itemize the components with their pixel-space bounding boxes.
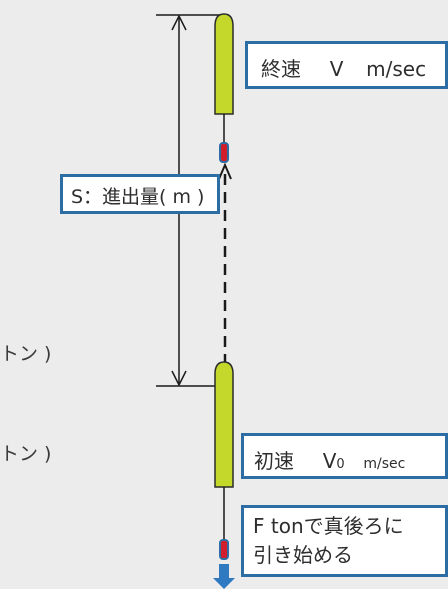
travel-arrowhead (218, 162, 232, 180)
pull-instruction-label: F tonで真後ろに 引き始める (241, 505, 448, 577)
final-speed-unit: m/sec (366, 57, 427, 81)
dimension-arrowhead-top (171, 14, 187, 31)
final-speed-label: 終速 V m/sec (245, 41, 448, 89)
boat-final-position (214, 13, 234, 163)
pull-instruction-line1: F tonで真後ろに (253, 514, 404, 538)
pull-instruction-line2: 引き始める (253, 543, 353, 567)
displacement-text: S：進出量( m ) (71, 186, 205, 208)
initial-speed-unit: m/sec (363, 456, 406, 472)
rudder-lower (219, 539, 229, 560)
pull-force-arrow (213, 564, 235, 589)
side-text-lower: トン ) (0, 443, 52, 465)
final-speed-prefix: 終速 (261, 57, 301, 81)
initial-speed-label: 初速 V0 m/sec (241, 433, 448, 479)
initial-speed-subscript: 0 (336, 457, 345, 472)
side-text-upper: トン ) (0, 343, 52, 365)
boat-initial-position (214, 361, 234, 560)
displacement-label: S：進出量( m ) (60, 174, 220, 214)
initial-speed-prefix: 初速 (254, 449, 294, 473)
dimension-arrowhead-bottom (171, 370, 187, 387)
final-speed-symbol: V (329, 57, 344, 81)
initial-speed-symbol: V (322, 449, 337, 473)
rudder-upper (219, 142, 229, 163)
